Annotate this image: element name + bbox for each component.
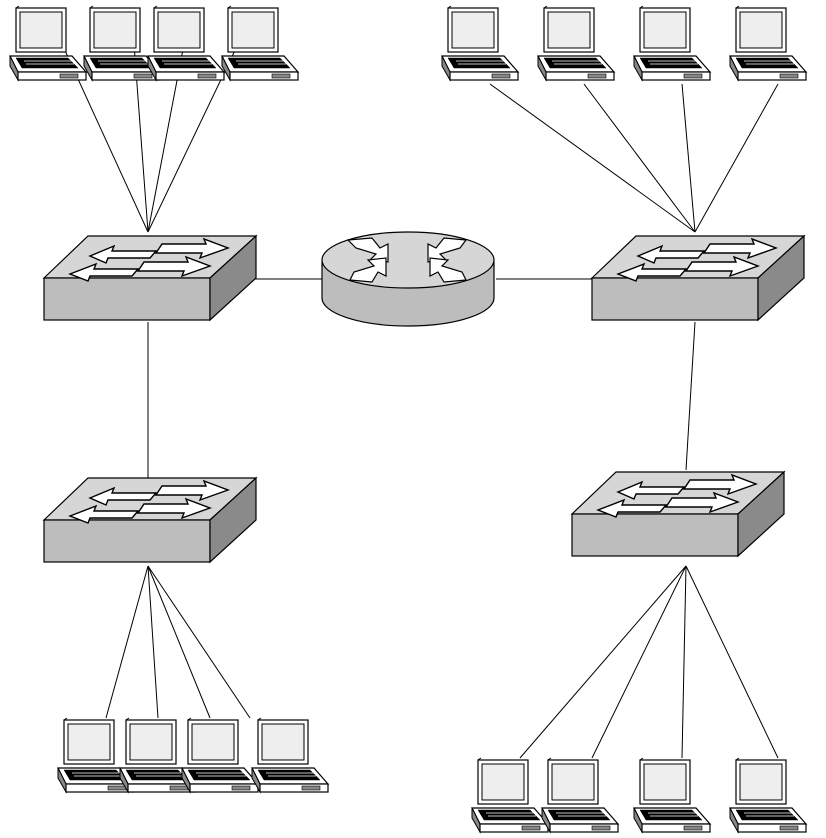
laptops-bottom-left bbox=[57, 717, 329, 793]
laptop-icon bbox=[633, 757, 711, 833]
switch-icon bbox=[571, 471, 785, 557]
laptop-icon bbox=[441, 5, 519, 81]
laptop-icon bbox=[221, 5, 299, 81]
switch-icon bbox=[43, 235, 257, 321]
switch-icon bbox=[43, 477, 257, 563]
laptops-top-left bbox=[9, 5, 299, 81]
laptop-icon bbox=[541, 757, 619, 833]
links bbox=[61, 43, 779, 759]
laptop-icon bbox=[147, 5, 225, 81]
laptop-icon bbox=[181, 717, 259, 793]
laptop-icon bbox=[537, 5, 615, 81]
laptop-icon bbox=[729, 757, 807, 833]
laptop-icon bbox=[251, 717, 329, 793]
switch-icon bbox=[591, 235, 805, 321]
laptop-icon bbox=[83, 5, 161, 81]
laptop-icon bbox=[471, 757, 549, 833]
laptops-top-right bbox=[441, 5, 807, 81]
laptop-icon bbox=[729, 5, 807, 81]
router-icon bbox=[321, 231, 495, 327]
laptops-bottom-right bbox=[471, 757, 807, 833]
laptop-icon bbox=[633, 5, 711, 81]
laptop-icon bbox=[9, 5, 87, 81]
